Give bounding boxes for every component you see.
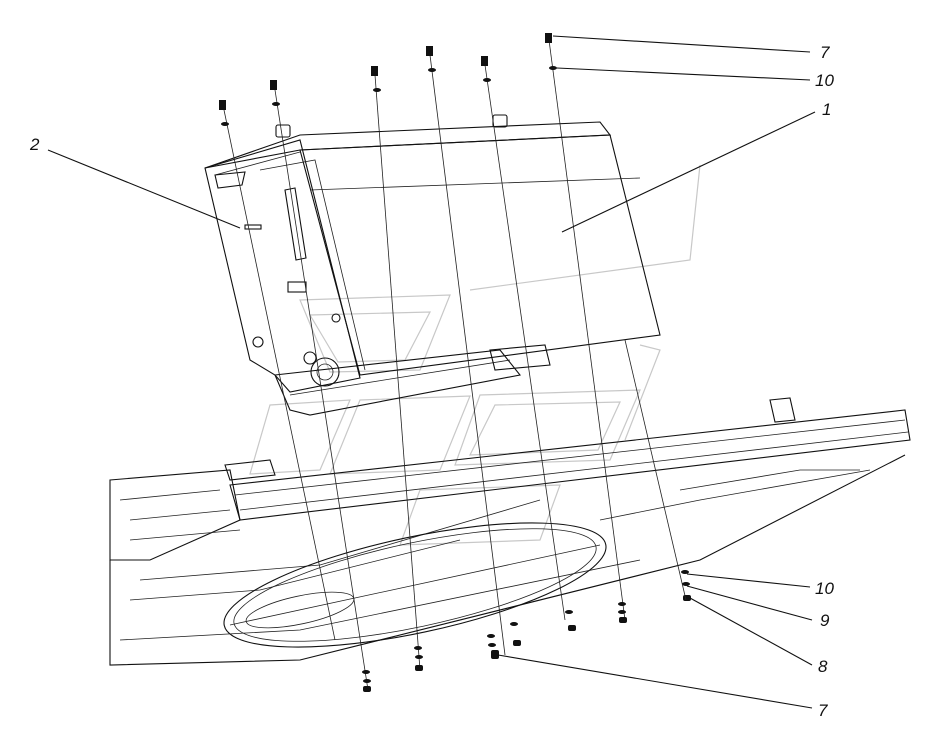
callout-10-bottom: 10 (815, 579, 834, 598)
top-fasteners (219, 33, 557, 126)
watermark-logo (249, 164, 701, 546)
bolt-axis-lines (223, 39, 626, 691)
callout-8: 8 (818, 657, 828, 676)
leader-lines (47, 35, 816, 709)
round-platform (223, 522, 607, 648)
floor-panel (109, 454, 906, 666)
callout-labels: 7 10 1 2 10 9 8 7 (29, 43, 834, 720)
callout-10-top: 10 (815, 71, 834, 90)
callout-1: 1 (822, 100, 831, 119)
tank-box (204, 114, 661, 416)
callout-7-top: 7 (820, 43, 830, 62)
callout-2: 2 (29, 135, 40, 154)
bottom-fasteners (362, 339, 691, 692)
frame-rail (109, 397, 911, 561)
callout-9: 9 (820, 611, 830, 630)
callout-7-bottom: 7 (818, 701, 828, 720)
